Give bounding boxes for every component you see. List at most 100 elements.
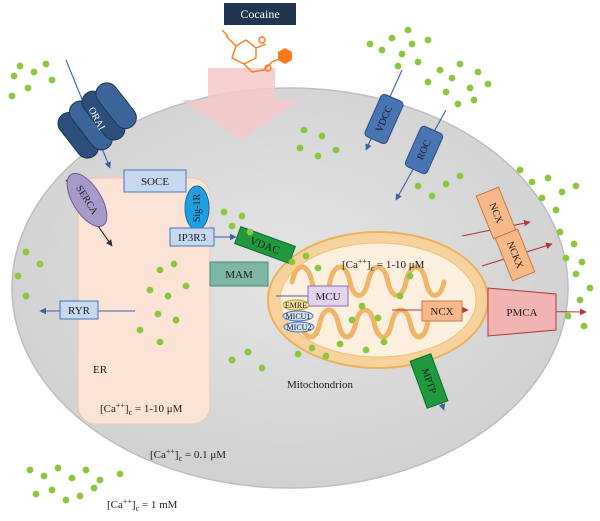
calcium-ion [170,260,178,268]
calcium-ion [308,344,316,352]
calcium-ion [562,254,570,262]
calcium-ions [8,26,594,504]
soce-box [123,169,187,193]
nckx-exchanger: NCKX [494,228,536,282]
calcium-ion [288,258,296,266]
calcium-ion [388,34,396,42]
ip3r3-box [169,227,215,247]
mptp-pore: MPTP [409,353,449,409]
calcium-ion [396,292,404,300]
calcium-ion [414,182,422,190]
calcium-ion [442,180,450,188]
calcium-ion [448,74,456,82]
calcium-ion [300,126,308,134]
calcium-ion [436,66,444,74]
calcium-ion [398,50,406,58]
mitochondrion-label: Mitochondrion [287,379,353,391]
orai-channel: ORAI [57,82,137,159]
calcium-ion [516,166,524,174]
calcium-ion [564,312,572,320]
sig1r-receptor: Sig-1R [184,185,210,231]
calcium-ion [36,260,44,268]
mito-concentration: [Ca++]c = 1-10 μM [342,257,425,273]
calcium-ion [10,72,18,80]
calcium-ion [374,314,382,322]
calcium-ion [146,286,154,294]
calcium-ion [296,144,304,152]
calcium-ion [404,26,412,34]
calcium-ion [182,282,190,290]
sig1r-label: Sig-1R [192,194,203,223]
cocaine-label-box [224,3,296,25]
calcium-ion [366,40,374,48]
ip3r3-label: IP3R3 [178,232,207,244]
micu2-subunit [283,321,315,333]
micu1-label: MICU1 [286,312,311,321]
calcium-ion [576,296,584,304]
micu2-label: MICU2 [287,323,312,332]
calcium-ion [428,192,436,200]
calcium-ion [116,470,124,478]
calcium-ion [136,326,144,334]
calcium-ion [322,352,330,360]
calcium-ion [544,174,552,182]
calcium-ion [258,364,266,372]
emre-label: EMRE [285,301,307,310]
calcium-ion [474,68,482,76]
micu1-subunit [282,310,314,322]
calcium-ion [40,472,48,480]
cocaine-label: Cocaine [240,7,279,21]
calcium-ion [578,258,586,266]
calcium-ion [244,348,252,356]
calcium-ion [378,46,386,54]
vdcc-channel: VDCC [364,93,404,145]
calcium-ion [408,40,416,48]
calcium-ion [246,228,254,236]
calcium-ion [16,62,24,70]
pmca-label: PMCA [506,307,537,319]
calcium-ion [26,466,34,474]
calcium-ion [528,178,536,186]
calcium-ion [164,292,172,300]
calcium-ion [156,338,164,346]
mcu-box [307,285,349,307]
emre-subunit [282,299,310,311]
cytosol-concentration: [Ca++]c = 0.1 μM [150,447,226,463]
calcium-ion [96,476,104,484]
ncx-mito-box [421,300,463,322]
calcium-ion [442,88,450,96]
calcium-ion [48,76,56,84]
calcium-ion [484,80,492,88]
calcium-ion [336,340,344,348]
calcium-ion [294,350,302,358]
calcium-ion [62,496,70,504]
mcu-label: MCU [315,291,340,303]
calcium-ion [228,222,236,230]
calcium-ion [314,264,322,272]
mam-label: MAM [225,269,253,281]
ryr-label: RYR [68,305,91,317]
cocaine-phenyl-ring [278,48,292,64]
calcium-ion [156,266,164,274]
calcium-ion [76,492,84,500]
vdac-channel: VDAC [234,225,296,265]
calcium-ion [48,486,56,494]
calcium-ion [586,284,594,292]
calcium-ion [580,322,588,330]
ryr-box [59,300,99,320]
calcium-ion [30,68,38,76]
calcium-ion [24,84,32,92]
soce-label: SOCE [141,176,169,188]
calcium-ion [228,356,236,364]
calcium-ion [466,84,474,92]
calcium-ion [154,310,162,318]
calcium-ion [358,302,366,310]
extracellular-concentration: [Ca++]c = 1 mM [107,497,178,513]
ncx-mito-label: NCX [430,306,453,318]
calcium-ion [362,346,370,354]
calcium-ion [470,96,478,104]
calcium-ion [424,36,432,44]
calcium-ion [220,208,228,216]
